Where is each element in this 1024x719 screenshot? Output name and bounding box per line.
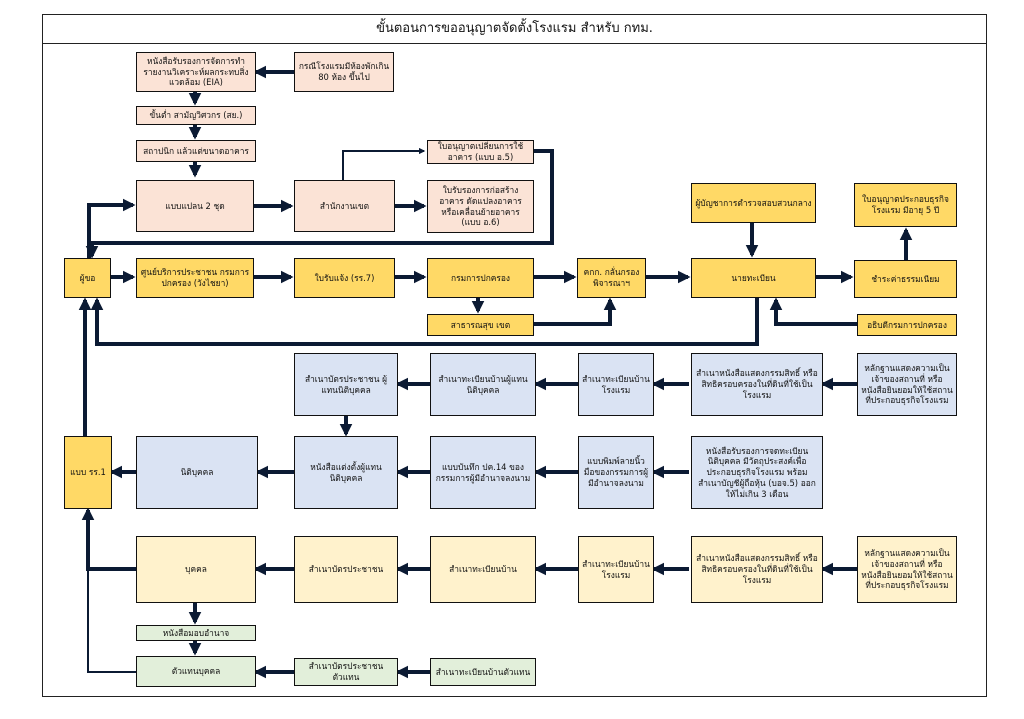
rep-house-reg-box: สำเนาทะเบียนบ้านตัวแทน (430, 658, 536, 686)
hotel-house-reg-1-box: สำเนาทะเบียนบ้านโรงแรม (578, 353, 654, 416)
plan-2-sets-box: แบบแปลน 2 ชุด (136, 180, 254, 232)
police-chief-box: ผู้บัญชาการตำรวจสอบสวนกลาง (691, 183, 816, 223)
power-of-attorney-box: หนังสือมอบอำนาจ (136, 625, 256, 641)
pay-fee-box: ชำระค่าธรรมเนียม (854, 260, 957, 298)
eia-letter-box: หนังสือรับรองการจัดการทำรายงานวิเคราะห์ผ… (136, 52, 256, 92)
pk14-box: แบบบันทึก ปค.14 ของกรรมการผู้มีอำนาจลงนา… (430, 436, 536, 509)
receipt-rr7-box: ใบรับแจ้ง (รร.7) (294, 258, 395, 298)
rep-id-copy-box: สำเนาบัตรประชาชน ตัวแทน (294, 658, 398, 686)
committee-box: คกก. กลั่นกรอง พิจารณาฯ (577, 258, 646, 298)
arrow-individual-to-rr1 (81, 507, 136, 571)
permit-change-use-box: ใบอนุญาตเปลี่ยนการใช้อาคาร (แบบ อ.5) (427, 140, 534, 164)
title-deed-1-box: สำเนาหนังสือแสดงกรรมสิทธิ์ หรือ สิทธิครอ… (691, 353, 823, 416)
hotel-house-reg-2-box: สำเนาทะเบียนบ้านโรงแรม (578, 536, 654, 603)
evidence-consent-1-box: หลักฐานแสดงความเป็นเจ้าของสถานที่ หรือ ห… (857, 353, 957, 416)
evidence-consent-2-box: หลักฐานแสดงความเป็นเจ้าของสถานที่ หรือ ห… (857, 536, 957, 603)
arrow-district-to-change-use (342, 147, 426, 180)
architect-box: สถาปนิก แล้วแต่ขนาดอาคาร (136, 140, 256, 162)
district-office-box: สำนักงานเขต (294, 180, 395, 232)
id-copy-box: สำเนาบัตรประชาชน (294, 536, 398, 603)
representative-box: ตัวแทนบุคคล (136, 656, 256, 687)
diagram-title: ขั้นตอนการขออนุญาตจัดตั้งโรงแรม สำหรับ ก… (42, 14, 987, 44)
public-health-box: สาธารณสุข เขต (427, 314, 534, 336)
house-reg-copy-box: สำเนาทะเบียนบ้าน (430, 536, 536, 603)
registrar-box: นายทะเบียน (691, 258, 816, 298)
juristic-house-reg-box: สำเนาทะเบียนบ้านผู้แทนนิติบุคคล (430, 353, 536, 416)
juristic-cert-box: หนังสือรับรองการจดทะเบียนนิติบุคคล มีวัต… (691, 436, 823, 509)
juristic-person-box: นิติบุคคล (136, 436, 258, 509)
arrow-rep-to-rr1 (84, 510, 136, 673)
appoint-letter-box: หนังสือแต่งตั้งผู้แทนนิติบุคคล (294, 436, 398, 509)
arrow-applicant-to-plan (87, 198, 136, 258)
fingerprint-box: แบบพิมพ์ลายนิ้วมือของกรรมการผู้มีอำนาจลง… (578, 436, 654, 509)
applicant-box: ผู้ขอ (64, 258, 111, 298)
over-80-rooms-box: กรณีโรงแรมมีห้องพักเกิน 80 ห้อง ขึ้นไป (294, 52, 394, 92)
form-rr1-box: แบบ รร.1 (64, 436, 112, 509)
arrow-registrar-return (90, 297, 759, 346)
cert-construct-box: ใบรับรองการก่อสร้างอาคาร ดัดแปลงอาคาร หร… (427, 180, 534, 233)
title-deed-2-box: สำเนาหนังสือแสดงกรรมสิทธิ์ หรือ สิทธิครอ… (691, 536, 823, 603)
dg-dopa-box: อธิบดีกรมการปกครอง (857, 314, 957, 336)
individual-box: บุคคล (136, 536, 256, 603)
arrow-health-to-committee (534, 297, 617, 326)
civil-engineer-box: ขั้นต่ำ สามัญวิศวกร (สย.) (136, 106, 256, 125)
arrow-dg-to-registrar (769, 297, 857, 326)
license-5yr-box: ใบอนุญาตประกอบธุรกิจโรงแรม มีอายุ 5 ปี (854, 183, 957, 227)
arrow-return-to-applicant (85, 149, 554, 259)
dopa-box: กรมการปกครอง (427, 258, 534, 298)
juristic-id-box: สำเนาบัตรประชาชน ผู้แทนนิติบุคคล (294, 353, 398, 416)
service-center-box: ศูนย์บริการประชาชน กรมการปกครอง (วังไชยา… (136, 258, 254, 298)
